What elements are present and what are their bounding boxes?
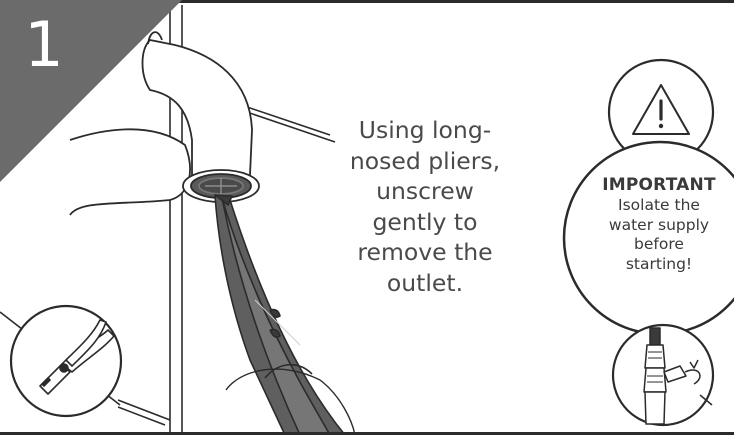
isolation-valve-icon	[613, 325, 713, 425]
instruction-line: nosed pliers,	[325, 146, 525, 177]
notice-line: water supply	[584, 216, 734, 236]
notice-line: Isolate the	[584, 196, 734, 216]
long-nose-pliers-icon	[11, 306, 121, 416]
instruction-line: outlet.	[325, 268, 525, 299]
notice-line: starting!	[584, 255, 734, 275]
step-number: 1	[14, 14, 74, 76]
instruction-line: Using long-	[325, 115, 525, 146]
instruction-line: remove the	[325, 237, 525, 268]
important-title: IMPORTANT	[584, 175, 734, 196]
instruction-line: unscrew	[325, 176, 525, 207]
instruction-text: Using long- nosed pliers, unscrew gently…	[325, 115, 525, 298]
instruction-line: gently to	[325, 207, 525, 238]
notice-line: before	[584, 235, 734, 255]
important-notice: IMPORTANT Isolate the water supply befor…	[584, 175, 734, 274]
